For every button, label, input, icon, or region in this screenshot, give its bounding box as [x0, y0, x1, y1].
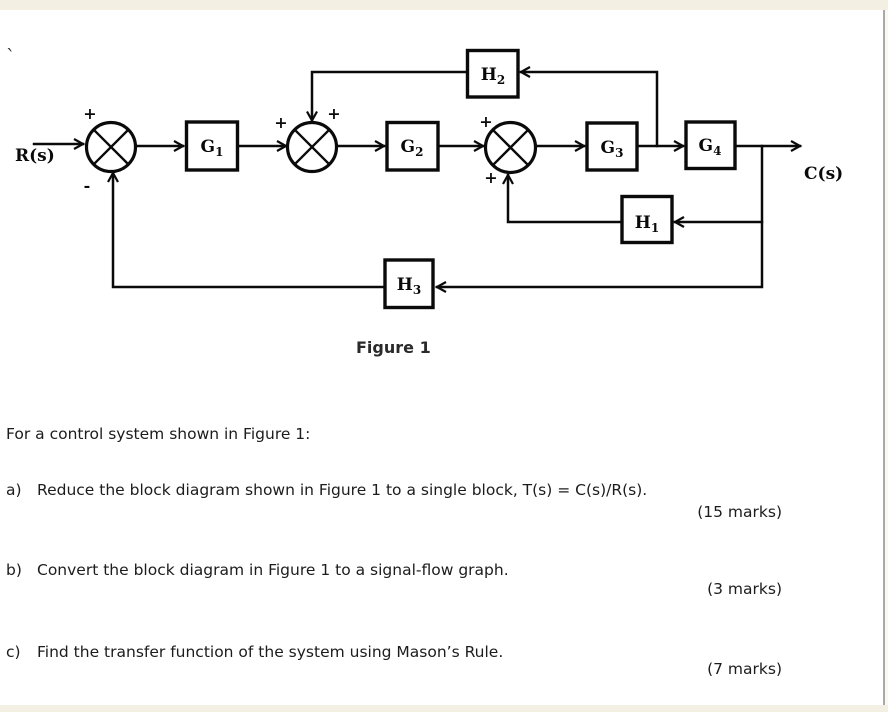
intro-text: For a control system shown in Figure 1:	[6, 425, 311, 443]
output-signal-label: C(s)	[804, 164, 843, 184]
question-a-marks: (15 marks)	[697, 503, 782, 521]
input-signal-label: R(s)	[15, 146, 55, 166]
block-h3: H3	[383, 258, 435, 310]
summing-junction-3	[483, 120, 538, 175]
question-c-marks: (7 marks)	[707, 660, 782, 678]
wire-takeoff-to-h2	[518, 66, 659, 148]
figure-caption: Figure 1	[356, 338, 431, 357]
sum3-input-plus-sign: +	[479, 112, 492, 131]
wire-output-takeoff-to-h3	[434, 144, 764, 293]
svg-text:G2: G2	[401, 137, 424, 159]
stray-tick-mark: `	[6, 46, 16, 68]
question-a-text: Reduce the block diagram shown in Figure…	[37, 481, 648, 499]
question-b-label: b)	[6, 561, 22, 579]
block-g3: G3	[585, 121, 639, 172]
wire-h3-to-sum1	[107, 170, 387, 289]
sum1-minus-sign: -	[84, 176, 91, 195]
sum3-feedback-plus-sign: +	[484, 168, 497, 187]
page-frame-bottom	[0, 705, 888, 712]
question-b-marks: (3 marks)	[707, 580, 782, 598]
question-b-text: Convert the block diagram in Figure 1 to…	[37, 561, 509, 579]
question-a-label: a)	[6, 481, 22, 499]
page-frame-right-sliver	[885, 10, 888, 705]
sum1-plus-sign: +	[83, 104, 96, 123]
page-frame-right-line	[883, 10, 885, 705]
question-c-text: Find the transfer function of the system…	[37, 643, 504, 661]
svg-text:H1: H1	[635, 213, 659, 235]
block-g2: G2	[385, 120, 440, 172]
page-frame-top	[0, 0, 888, 10]
block-g4: G4	[684, 120, 737, 171]
svg-text:H2: H2	[481, 65, 505, 87]
summing-junction-2	[285, 120, 339, 174]
block-diagram-figure: G1 G2 G3 G4 H1 H2 H3 + - + + +	[15, 48, 843, 310]
wire-h1-to-sum3	[502, 172, 624, 224]
summing-junction-1	[84, 120, 138, 174]
svg-text:G1: G1	[201, 137, 224, 159]
sum2-feedback-plus-sign: +	[327, 104, 340, 123]
question-b: b) Convert the block diagram in Figure 1 …	[6, 561, 509, 579]
question-c: c) Find the transfer function of the syst…	[6, 643, 503, 661]
block-h2: H2	[465, 48, 520, 99]
sum2-input-plus-sign: +	[274, 113, 287, 132]
block-h1: H1	[620, 194, 674, 245]
question-c-label: c)	[6, 643, 21, 661]
svg-text:H3: H3	[397, 275, 421, 297]
wire-h2-to-sum2	[306, 70, 469, 123]
block-g1: G1	[184, 120, 240, 172]
svg-text:G3: G3	[601, 138, 624, 160]
svg-text:G4: G4	[699, 136, 722, 158]
question-a: a) Reduce the block diagram shown in Figu…	[6, 481, 647, 499]
